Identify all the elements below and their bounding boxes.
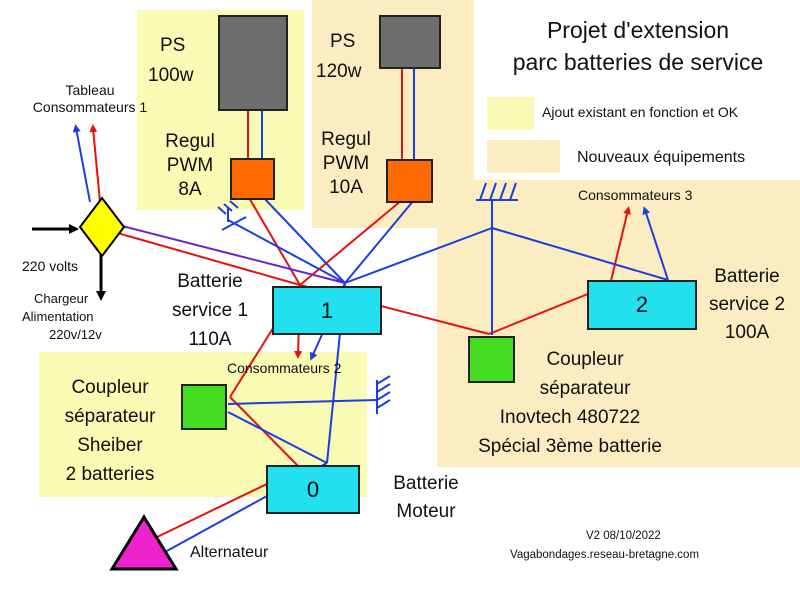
ps2-line-2: 120w — [316, 61, 362, 82]
regul1-line-3: 8A — [178, 179, 202, 200]
battery1-line-3: 110A — [188, 329, 232, 350]
regul1-label: Regul PWM 8A — [152, 130, 228, 202]
ground-symbol-sheiber — [376, 375, 391, 414]
coupler-sheiber-line-2: séparateur — [64, 406, 156, 427]
regulator-pwm-10a — [386, 159, 433, 203]
page-title: Projet d'extension parc batteries de ser… — [482, 14, 794, 78]
regul2-line-2: PWM — [322, 153, 370, 174]
battery-service-1: 1 — [272, 286, 382, 335]
coupler-sheiber-line-4: 2 batteries — [65, 464, 155, 485]
battery2-line-2: service 2 — [708, 294, 786, 315]
tableau-label: Tableau Consommateurs 1 — [20, 82, 160, 116]
battery1-line-1: Batterie — [177, 271, 243, 292]
coupler-inovtech-line-1: Coupleur — [546, 349, 624, 370]
ps1-line-2: 100w — [148, 65, 194, 86]
battery-engine: 0 — [266, 465, 360, 514]
legend-new-text: Nouveaux équipements — [577, 149, 746, 166]
version-label: V2 08/10/2022 — [586, 530, 661, 542]
ps1-label: PS 100w — [148, 34, 218, 88]
regul1-line-2: PWM — [166, 155, 214, 176]
battery0-line-2: Moteur — [396, 501, 456, 522]
coupler-inovtech-line-3: Inovtech 480722 — [499, 407, 641, 428]
battery1-label: Batterie service 1 110A — [150, 267, 270, 354]
ps1-line-1: PS — [160, 35, 186, 56]
charger-line-1: Chargeur — [34, 291, 89, 306]
ps2-line-1: PS — [330, 31, 356, 52]
title-line-1: Projet d'extension — [546, 17, 730, 43]
coupler-sheiber-line-3: Sheiber — [77, 435, 143, 456]
legend-existing-text: Ajout existant en fonction et OK — [542, 104, 739, 120]
solar-panel-1 — [218, 15, 288, 111]
voltage-label: 220 volts — [22, 258, 79, 274]
battery2-line-3: 100A — [724, 322, 770, 343]
battery0-label: Batterie Moteur — [376, 470, 476, 526]
charger-line-2: Alimentation — [22, 309, 94, 324]
coupler-sheiber-label: Coupleur séparateur Sheiber 2 batteries — [45, 373, 175, 489]
charger-line-3: 220v/12v — [49, 327, 102, 342]
battery2-label: Batterie service 2 100A — [694, 263, 800, 347]
coupler-inovtech-line-4: Spécial 3ème batterie — [478, 436, 662, 457]
coupler-inovtech-label: Coupleur séparateur Inovtech 480722 Spéc… — [455, 345, 685, 461]
regulator-pwm-8a — [230, 158, 275, 200]
regul2-line-1: Regul — [321, 129, 371, 150]
title-line-2: parc batteries de service — [512, 49, 764, 75]
regul2-label: Regul PWM 10A — [308, 128, 384, 200]
battery0-line-1: Batterie — [393, 473, 459, 494]
legend-new-swatch — [487, 140, 560, 173]
website-label: Vagabondages.reseau-bretagne.com — [510, 549, 700, 561]
consumers-3-label: Consommateurs 3 — [578, 187, 693, 203]
charger-label: Chargeur Alimentation 220v/12v — [22, 290, 102, 344]
coupler-sheiber-line-1: Coupleur — [71, 377, 149, 398]
regul1-line-1: Regul — [165, 131, 215, 152]
battery1-line-2: service 1 — [171, 300, 249, 321]
tableau-line-2: Consommateurs 1 — [32, 99, 148, 115]
tableau-line-1: Tableau — [65, 82, 115, 98]
consumers-2-label: Consommateurs 2 — [227, 360, 342, 376]
coupler-inovtech — [468, 336, 515, 383]
regul2-line-3: 10A — [329, 177, 363, 198]
coupler-inovtech-line-2: séparateur — [539, 378, 631, 399]
legend-existing-swatch — [487, 97, 534, 130]
alternator-label: Alternateur — [190, 544, 269, 561]
coupler-sheiber — [181, 384, 227, 430]
ps2-label: PS 120w — [316, 30, 380, 84]
battery2-line-1: Batterie — [714, 266, 780, 287]
solar-panel-2 — [379, 15, 441, 69]
battery-service-2: 2 — [587, 280, 697, 330]
charger-icon — [78, 196, 126, 258]
alternator-icon — [109, 514, 179, 571]
